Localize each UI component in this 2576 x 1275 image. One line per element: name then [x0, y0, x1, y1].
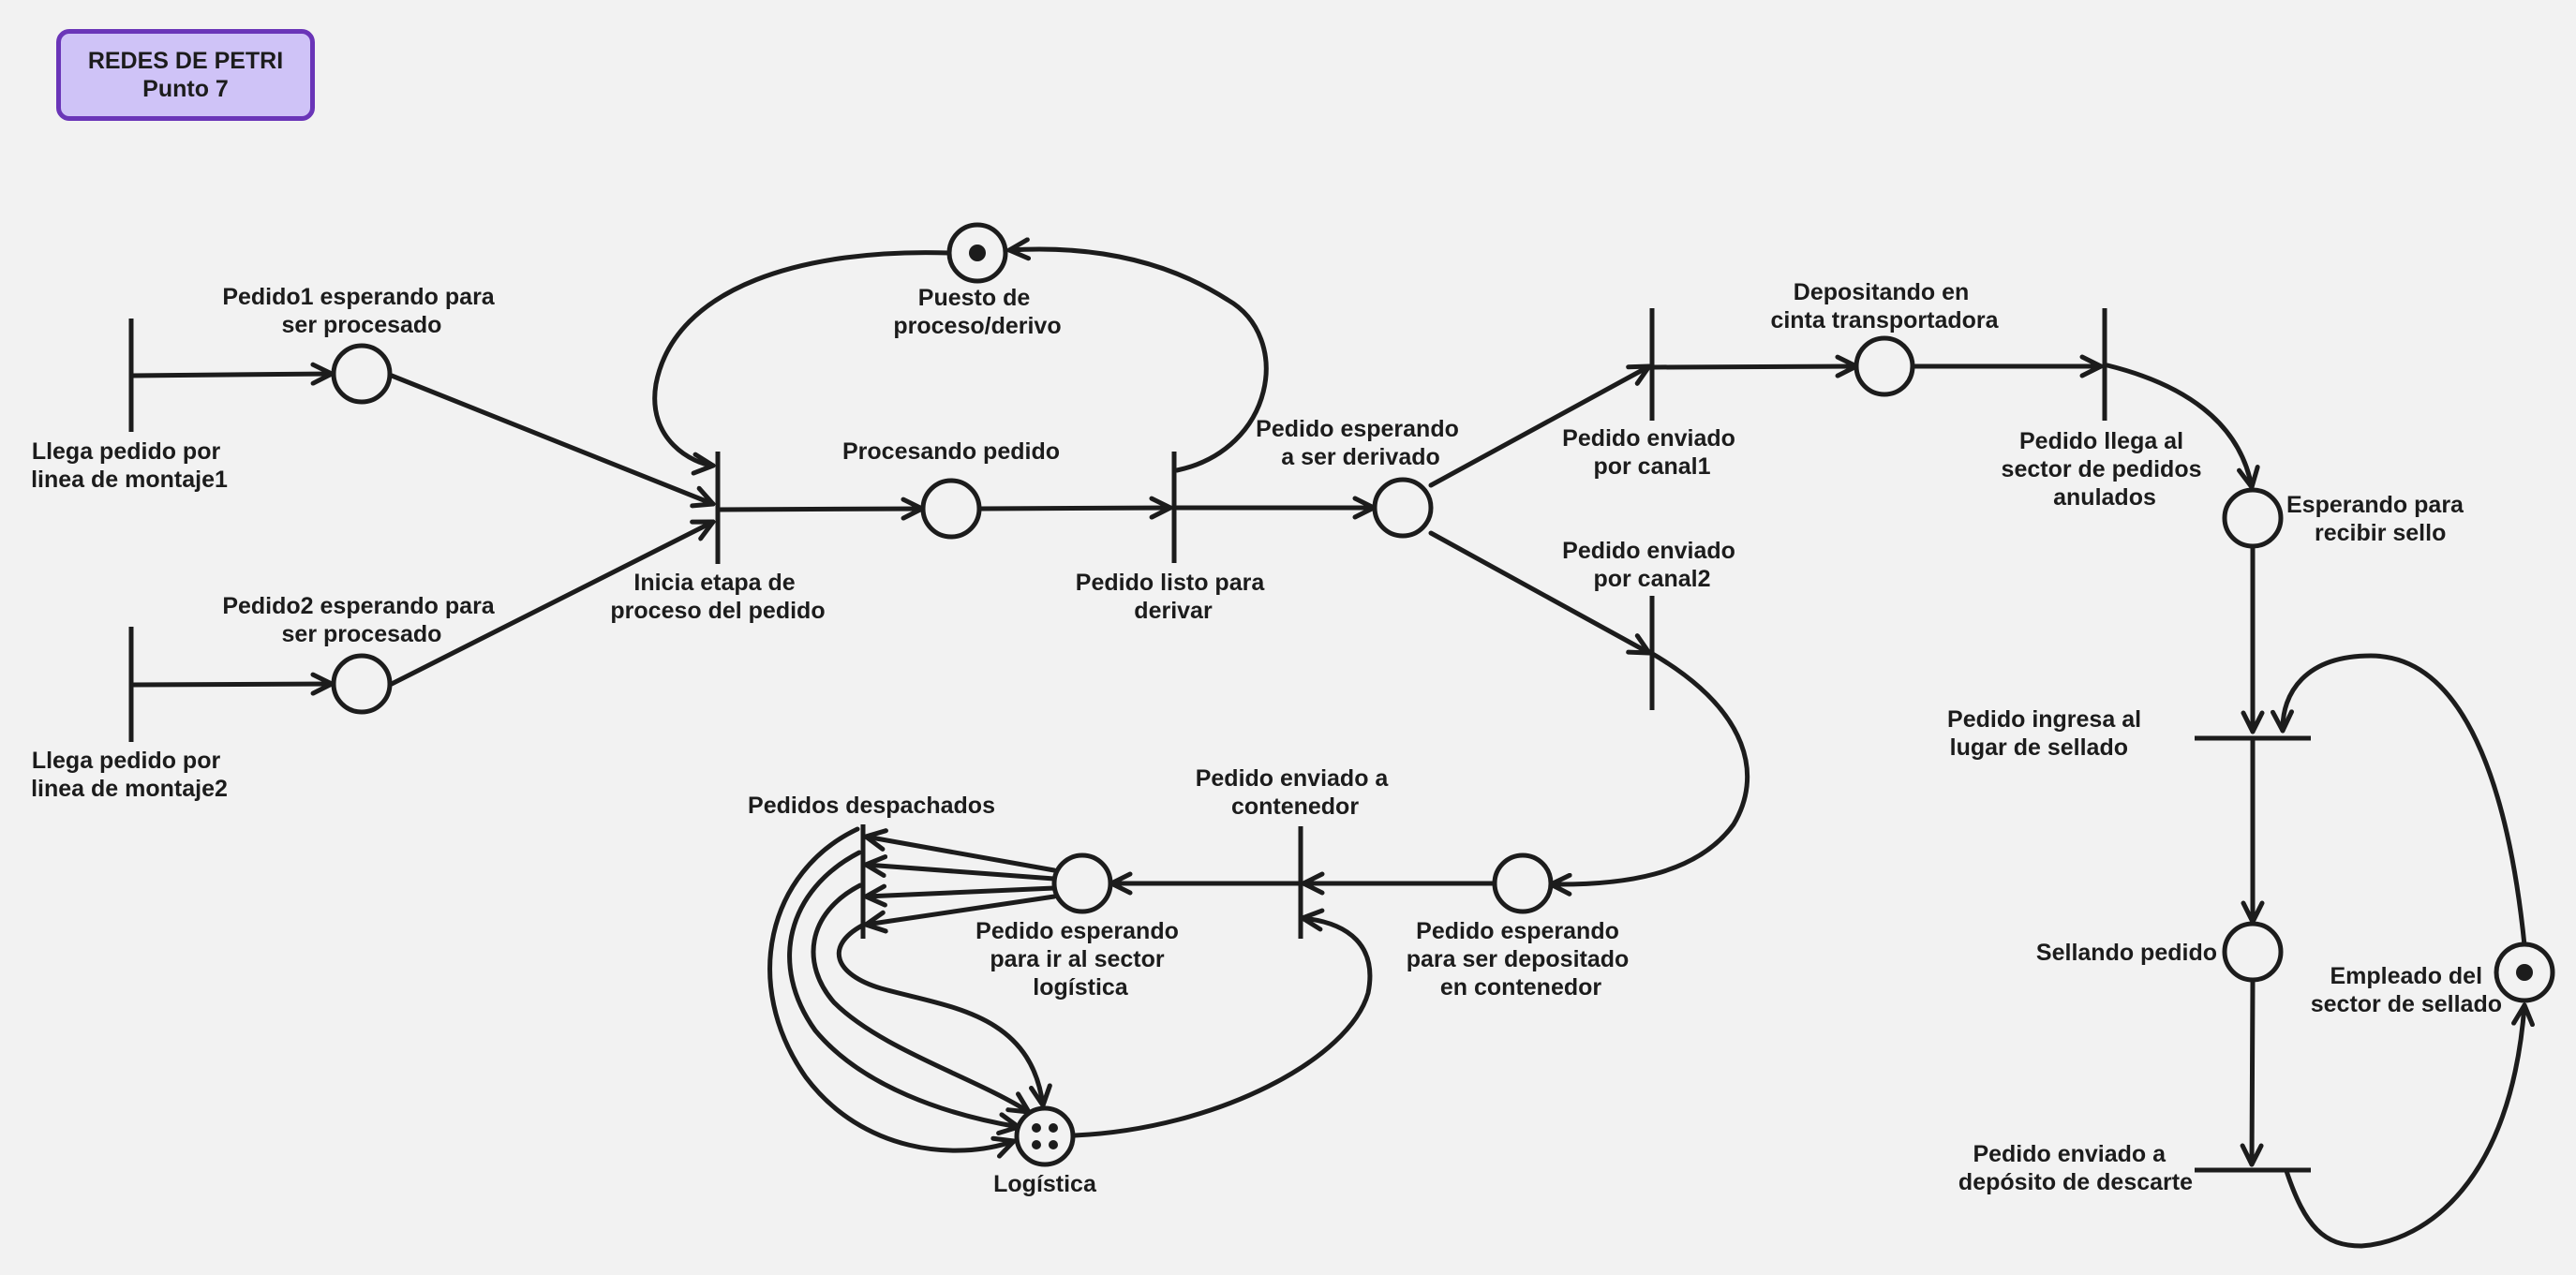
- arc-despachados-logistica-2: [787, 850, 1021, 1136]
- label-llega-sector: Pedido llega al sector de pedidos anulad…: [2002, 428, 2209, 511]
- label-logistica: Logística: [993, 1171, 1097, 1197]
- label-sellando: Sellando pedido: [2036, 940, 2217, 966]
- arc-canal1-depositando: [1651, 354, 1859, 378]
- arc-esperando-logistica-despachados-1: [863, 828, 1057, 873]
- arc-llega-sector-esperando-sello: [2105, 363, 2260, 490]
- place-sellando: [2222, 921, 2284, 983]
- label-esperando-contenedor: Pedido esperando para ser depositado en …: [1407, 918, 1636, 1001]
- arc-procesando-listo: [978, 496, 1173, 520]
- arc-inicia-procesando: [715, 497, 925, 521]
- label-puesto: Puesto de proceso/derivo: [893, 285, 1061, 339]
- place-esperando-derivado: [1372, 477, 1434, 539]
- token-puesto: [969, 245, 986, 261]
- arc-despachados-logistica-1: [767, 826, 1017, 1159]
- place-pedido2: [331, 653, 393, 715]
- label-esperando-derivado: Pedido esperando a ser derivado: [1256, 416, 1466, 470]
- token-logistica-4: [1049, 1140, 1058, 1149]
- token-empleado: [2516, 964, 2533, 981]
- arc-llega2-pedido2: [128, 672, 335, 696]
- arc-esperando-logistica-despachados-3: [863, 883, 1057, 908]
- arc-empleado-ingresa: [2271, 653, 2527, 948]
- arc-esperando-logistica-despachados-4: [863, 894, 1057, 934]
- place-esperando-sello: [2222, 487, 2284, 549]
- arc-esperando-canal1: [1428, 363, 1652, 488]
- label-empleado: Empleado del sector de sellado: [2311, 963, 2502, 1017]
- label-depositando: Depositando en cinta transportadora: [1770, 279, 1999, 334]
- label-ingresa: Pedido ingresa al lugar de sellado: [1947, 706, 2148, 761]
- arc-descarte-empleado: [2284, 1002, 2535, 1249]
- place-esperando-logistica: [1051, 852, 1113, 914]
- label-listo: Pedido listo para derivar: [1076, 570, 1271, 624]
- title-line-2: Punto 7: [142, 76, 229, 102]
- arc-pedido2-inicia: [389, 519, 716, 687]
- token-logistica-2: [1049, 1123, 1058, 1133]
- arc-esperando-logistica-despachados-2: [863, 854, 1057, 882]
- label-pedido2: Pedido2 esperando para ser procesado: [222, 593, 500, 647]
- label-inicia: Inicia etapa de proceso del pedido: [610, 570, 825, 624]
- token-logistica-1: [1032, 1123, 1041, 1133]
- title-box: REDES DE PETRI Punto 7: [56, 29, 315, 121]
- label-procesando: Procesando pedido: [842, 438, 1060, 465]
- place-pedido1: [331, 343, 393, 405]
- token-logistica-3: [1032, 1140, 1041, 1149]
- arc-despachados-logistica-3: [811, 882, 1032, 1115]
- label-llega1: Llega pedido por linea de montaje1: [31, 438, 228, 493]
- label-pedido1: Pedido1 esperando para ser procesado: [222, 284, 500, 338]
- label-canal2: Pedido enviado por canal2: [1562, 538, 1742, 592]
- label-llega2: Llega pedido por linea de montaje2: [31, 748, 228, 802]
- place-procesando: [920, 478, 982, 540]
- arc-pedido1-inicia: [389, 373, 716, 509]
- place-logistica: [1014, 1105, 1076, 1167]
- place-esperando-contenedor: [1492, 852, 1554, 914]
- title-line-1: REDES DE PETRI: [87, 48, 284, 74]
- arc-sellando-descarte: [2240, 979, 2264, 1167]
- label-canal1: Pedido enviado por canal1: [1562, 425, 1742, 480]
- arc-canal2-esperando-contenedor: [1548, 650, 1750, 897]
- label-esperando-sello: Esperando para recibir sello: [2286, 492, 2470, 546]
- arc-listo-puesto: [1006, 237, 1269, 473]
- place-depositando: [1854, 335, 1915, 397]
- label-despachados: Pedidos despachados: [748, 793, 995, 819]
- label-esperando-logistica: Pedido esperando para ir al sector logís…: [975, 918, 1185, 1001]
- label-contenedor: Pedido enviado a contenedor: [1196, 765, 1395, 820]
- arc-despachados-logistica-4: [836, 923, 1052, 1108]
- arc-llega1-pedido1: [128, 362, 335, 386]
- label-descarte: Pedido enviado a depósito de descarte: [1958, 1141, 2193, 1195]
- arc-logistica-contenedor: [1072, 908, 1373, 1138]
- arc-esperando-canal2: [1428, 530, 1652, 656]
- arc-puesto-inicia: [652, 250, 952, 476]
